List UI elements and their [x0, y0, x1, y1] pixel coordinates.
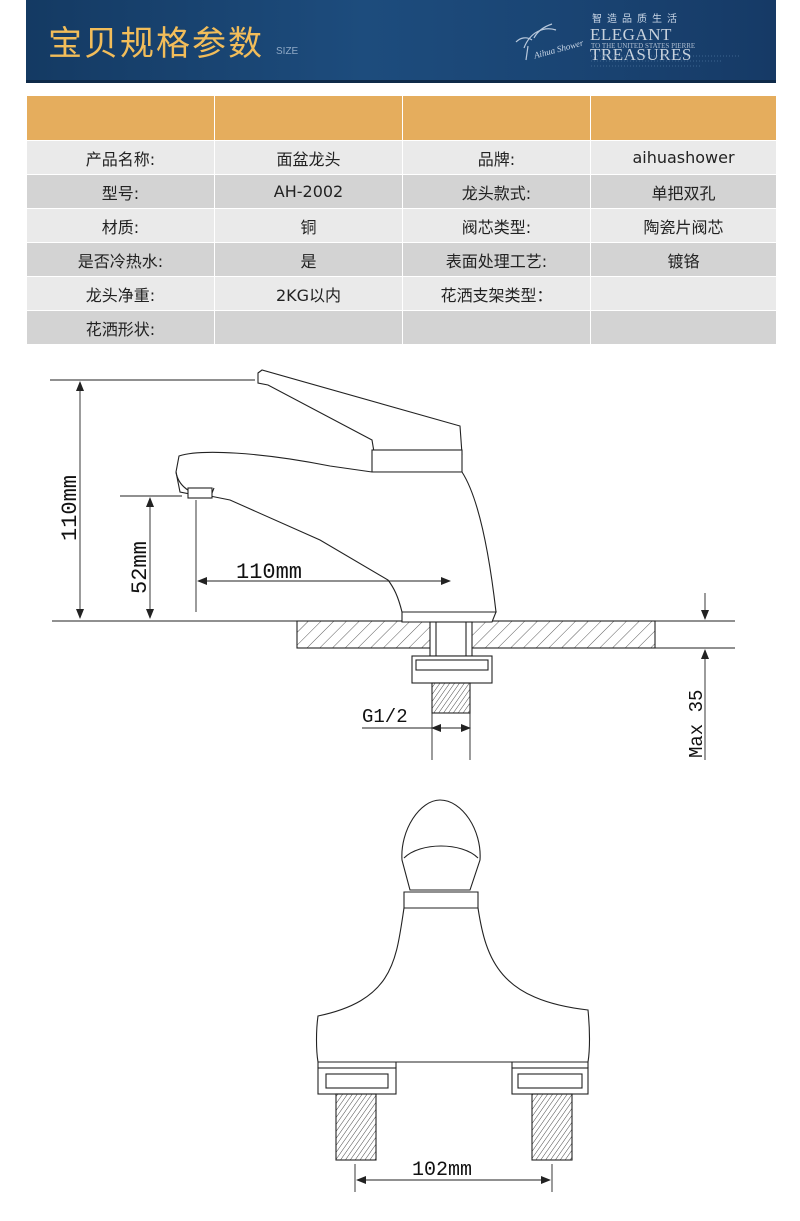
spec-value: aihuashower	[590, 140, 777, 175]
table-header-cell	[26, 95, 215, 141]
spec-label: 表面处理工艺:	[402, 242, 591, 277]
spec-label: 花洒形状:	[26, 310, 215, 345]
dim-label-hole-spacing: 102mm	[412, 1159, 472, 1182]
table-row: 龙头净重: 2KG以内 花洒支架类型：	[26, 276, 777, 311]
spec-label: 是否冷热水:	[26, 242, 215, 277]
spec-label: 阀芯类型:	[402, 208, 591, 243]
spec-value: 铜	[214, 208, 403, 243]
spec-label: 型号:	[26, 174, 215, 209]
spec-label: 龙头款式:	[402, 174, 591, 209]
handle-lever	[257, 369, 463, 459]
table-header-cell	[590, 95, 777, 141]
brand-logo: Aihua Shower	[515, 23, 585, 61]
table-row: 型号: AH-2002 龙头款式: 单把双孔	[26, 174, 777, 209]
spec-value	[590, 276, 777, 311]
spec-value: 是	[214, 242, 403, 277]
side-dimensions	[50, 379, 735, 760]
front-nut-right	[511, 1067, 589, 1095]
spec-value: 镀铬	[590, 242, 777, 277]
spec-label: 产品名称:	[26, 140, 215, 175]
front-thread-right	[531, 1093, 573, 1161]
table-row: 材质: 铜 阀芯类型: 陶瓷片阀芯	[26, 208, 777, 243]
threaded-pipe	[431, 682, 471, 714]
spec-value: 单把双孔	[590, 174, 777, 209]
spec-value	[590, 310, 777, 345]
spec-label: 品牌:	[402, 140, 591, 175]
decorative-lines	[591, 55, 741, 67]
spec-table: 产品名称: 面盆龙头 品牌: aihuashower 型号: AH-2002 龙…	[26, 95, 777, 345]
spec-value	[214, 310, 403, 345]
front-dimensions	[354, 1164, 553, 1192]
spec-label: 花洒支架类型：	[402, 276, 591, 311]
dim-label-spout-height: 52mm	[128, 541, 153, 594]
slogan-english-small: TO THE UNITED STATES PIERRE	[591, 42, 696, 50]
slogan-chinese: 智造品质生活	[592, 14, 682, 25]
spec-label: 龙头净重:	[26, 276, 215, 311]
front-handle	[401, 799, 481, 891]
table-row: 是否冷热水: 是 表面处理工艺: 镀铬	[26, 242, 777, 277]
table-header-cell	[214, 95, 403, 141]
page-title: 宝贝规格参数	[48, 24, 264, 64]
counter-slab	[296, 620, 656, 649]
spec-value: AH-2002	[214, 174, 403, 209]
spec-value: 2KG以内	[214, 276, 403, 311]
handle-collar	[371, 449, 463, 473]
table-header-cell	[402, 95, 591, 141]
dim-label-total-height: 110mm	[58, 475, 83, 541]
logo-wordmark: Aihua Shower	[532, 38, 585, 61]
table-row: 花洒形状:	[26, 310, 777, 345]
table-header-row	[26, 95, 777, 141]
base-nut	[401, 611, 497, 623]
slogan-english: ELEGANT TREASURES	[590, 25, 692, 64]
table-row: 产品名称: 面盆龙头 品牌: aihuashower	[26, 140, 777, 175]
technical-drawing: 110mm 52mm 110mm G1/2 Max 35 102mm	[50, 369, 735, 1192]
faucet-front-view	[315, 799, 591, 1161]
banner-underline	[26, 80, 776, 83]
spout-body	[175, 451, 497, 613]
front-thread-left	[335, 1093, 377, 1161]
faucet-side-view	[175, 369, 656, 714]
spec-label	[402, 310, 591, 345]
header-banner: 宝贝规格参数 SIZE Aihua Shower 智造品质生活 ELEGANT …	[26, 0, 776, 82]
dim-label-max-thickness: Max 35	[686, 690, 708, 758]
dim-label-reach: 110mm	[236, 560, 302, 585]
front-body	[315, 907, 591, 1063]
spec-value: 陶瓷片阀芯	[590, 208, 777, 243]
front-nut-left	[317, 1067, 397, 1095]
front-collar	[403, 891, 479, 909]
spec-value: 面盆龙头	[214, 140, 403, 175]
page-subtitle: SIZE	[276, 46, 299, 57]
spec-label: 材质:	[26, 208, 215, 243]
dim-label-thread: G1/2	[362, 706, 408, 728]
aerator-tip	[187, 487, 213, 499]
